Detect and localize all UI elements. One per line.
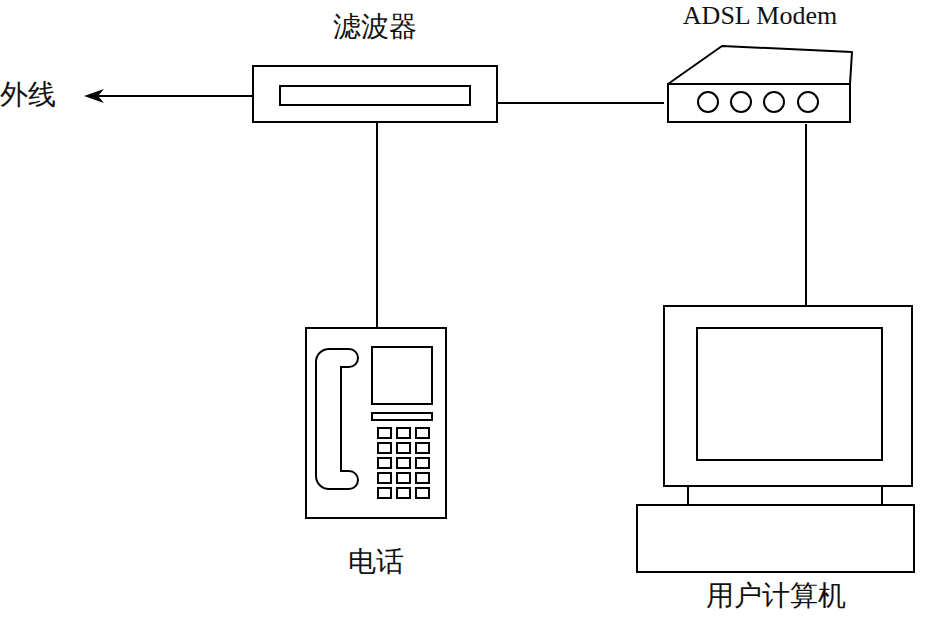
filter-box: 滤波器 [252,10,498,123]
modem-box: ADSL Modem [664,0,856,124]
node-label: 用户计算机 [632,579,919,613]
cable [498,102,664,104]
outside-line-arrowhead [84,89,104,103]
outside-line-wire [94,95,252,97]
outside-line-label: 外线 [0,78,56,112]
telephone-icon-outline [305,327,447,580]
node-label: 电话 [301,545,451,579]
computer-icon-outline [636,305,915,617]
node-label: ADSL Modem [660,0,860,31]
node-label: 滤波器 [248,10,502,44]
computer-icon: 用户计算机 [636,305,915,617]
cable [376,123,378,327]
cable [805,124,807,305]
telephone-icon: 电话 [305,327,447,580]
